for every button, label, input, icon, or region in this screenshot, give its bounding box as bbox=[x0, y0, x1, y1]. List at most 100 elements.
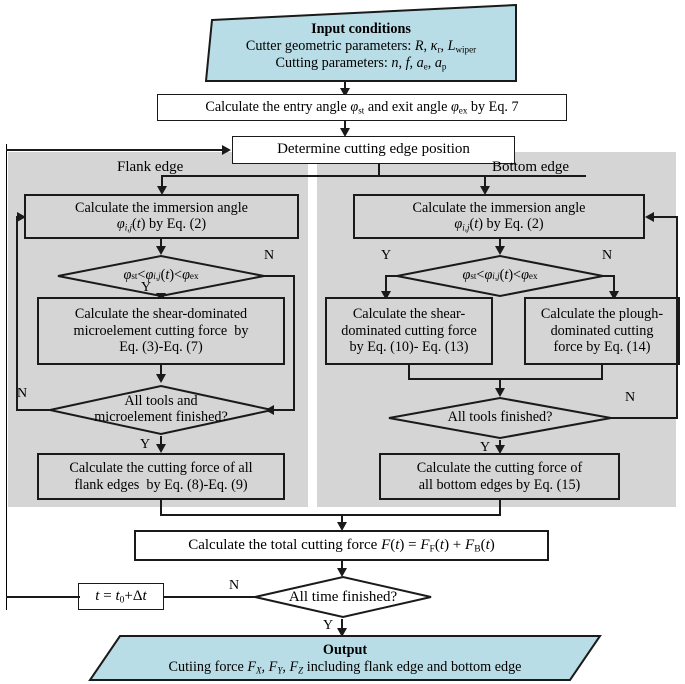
edge-bottom-loop-N-up bbox=[676, 216, 678, 419]
edge-flank-loop-Y-down bbox=[160, 436, 162, 449]
edge-total-to-time-decision bbox=[341, 561, 343, 574]
total-cutting-force-label: Calculate the total cutting force F(t) =… bbox=[188, 536, 495, 555]
entry-exit-angle-node: Calculate the entry angle φst and exit a… bbox=[157, 94, 567, 121]
flank-total-force-node: Calculate the cutting force of all flank… bbox=[37, 453, 285, 500]
bottom-immersion-line-1: Calculate the immersion angle bbox=[412, 199, 586, 216]
flank-loop-yes-label: Y bbox=[140, 437, 151, 452]
flank-edge-branch-label: Flank edge bbox=[117, 159, 184, 175]
bottom-total-force-node: Calculate the cutting force of all botto… bbox=[379, 453, 620, 500]
arrow-bottom-N-down bbox=[609, 291, 619, 300]
time-decision-shape bbox=[254, 575, 432, 619]
flank-shear-line-1: Calculate the shear-dominated bbox=[74, 306, 248, 323]
edge-timestep-to-outerloop bbox=[6, 596, 80, 598]
input-line-2: Cutting parameters: n, f, ae, ap bbox=[275, 54, 447, 71]
edge-bottom-loop-N-right bbox=[611, 417, 678, 419]
flank-loop-decision: All tools and microelement finished? bbox=[48, 384, 274, 436]
flank-immersion-angle-node: Calculate the immersion angle φi,j(t) by… bbox=[24, 194, 299, 239]
arrow-split-to-bottom bbox=[480, 186, 490, 195]
edge-split-bus bbox=[161, 175, 586, 177]
bottom-plough-line-1: Calculate the plough- bbox=[540, 306, 664, 323]
flank-decision-yes-label: Y bbox=[141, 280, 152, 295]
edge-bottom-loop-N-into-immersion bbox=[654, 216, 678, 218]
bottom-immersion-line-2: φi,j(t) by Eq. (2) bbox=[454, 216, 544, 233]
arrow-total-to-time-decision bbox=[337, 568, 347, 577]
edge-flank-N-down bbox=[293, 275, 295, 411]
determine-edge-position-label: Determine cutting edge position bbox=[277, 141, 470, 158]
edge-bottom-N-right bbox=[601, 275, 615, 277]
arrow-flank-loop-N-into-immersion bbox=[17, 212, 26, 222]
bottom-loop-yes-label: Y bbox=[480, 440, 491, 455]
input-heading: Input conditions bbox=[311, 20, 411, 37]
arrow-bottom-loop-N-into-immersion bbox=[645, 212, 654, 222]
arrow-bottom-merge-down bbox=[495, 388, 505, 397]
edge-flank-immersion-to-decision bbox=[160, 239, 162, 252]
flank-shear-line-3: Eq. (3)-Eq. (7) bbox=[119, 339, 203, 356]
output-line-1: Cutiing force FX, FY, FZ including flank… bbox=[168, 658, 522, 675]
input-conditions-node: Input conditions Cutter geometric parame… bbox=[205, 4, 517, 82]
arrow-flank-immersion-to-decision bbox=[156, 246, 166, 255]
total-cutting-force-node: Calculate the total cutting force F(t) =… bbox=[134, 530, 549, 561]
edge-bottom-N-down bbox=[613, 275, 615, 295]
bottom-shear-line-1: Calculate the shear- bbox=[352, 306, 466, 323]
arrow-total-merge-down bbox=[337, 522, 347, 531]
arrow-bottom-loop-Y-down bbox=[495, 445, 505, 454]
bottom-immersion-angle-node: Calculate the immersion angle φi,j(t) by… bbox=[353, 194, 645, 239]
flank-loop-line-1: All tools and bbox=[124, 393, 198, 410]
flank-immersion-line-2: φi,j(t) by Eq. (2) bbox=[116, 216, 207, 233]
bottom-shear-line-3: by Eq. (10)- Eq. (13) bbox=[349, 339, 469, 356]
arrow-outerloop-into-determine bbox=[222, 145, 231, 155]
edge-bottom-Y-left bbox=[385, 275, 399, 277]
bottom-loop-decision-label: All tools finished? bbox=[447, 409, 553, 426]
edge-time-N-left bbox=[163, 596, 255, 598]
edge-bottom-immersion-to-decision bbox=[499, 239, 501, 252]
time-step-label: t = t0+Δt bbox=[95, 587, 147, 606]
bottom-total-line-2: all bottom edges by Eq. (15) bbox=[418, 476, 581, 493]
bottom-decision-no-label: N bbox=[602, 248, 613, 263]
time-yes-label: Y bbox=[323, 618, 334, 633]
flank-immersion-line-1: Calculate the immersion angle bbox=[75, 199, 248, 216]
time-step-node: t = t0+Δt bbox=[78, 583, 164, 610]
entry-exit-angle-label: Calculate the entry angle φst and exit a… bbox=[205, 99, 519, 116]
bottom-loop-no-label: N bbox=[625, 390, 636, 405]
edge-total-merge-down bbox=[341, 514, 343, 529]
bottom-plough-line-2: dominated cutting bbox=[550, 322, 654, 339]
flank-loop-line-2: microelement finished? bbox=[94, 409, 228, 425]
time-decision-label: All time finished? bbox=[288, 588, 398, 605]
input-shape bbox=[205, 4, 517, 82]
edge-split-to-flank bbox=[161, 175, 163, 190]
bottom-edge-branch-label: Bottom edge bbox=[492, 159, 570, 175]
edge-outerloop-into-determine bbox=[6, 149, 222, 151]
edge-flank-shear-to-loop bbox=[160, 365, 162, 380]
time-finished-decision: All time finished? bbox=[253, 575, 433, 619]
time-no-label: N bbox=[229, 578, 240, 593]
edge-flank-loop-N-left bbox=[16, 409, 50, 411]
edge-input-to-entry bbox=[344, 82, 346, 93]
edge-time-Y-down bbox=[341, 619, 343, 633]
arrow-split-to-flank bbox=[157, 186, 167, 195]
input-line-1: Cutter geometric parameters: R, κr, Lwip… bbox=[245, 37, 477, 54]
output-heading: Output bbox=[322, 641, 368, 658]
edge-bottom-Y-down bbox=[385, 275, 387, 295]
arrow-bottom-Y-down bbox=[381, 291, 391, 300]
flank-shear-force-node: Calculate the shear-dominated microeleme… bbox=[37, 297, 285, 365]
flank-decision-no-label: N bbox=[264, 248, 275, 263]
determine-edge-position-node: Determine cutting edge position bbox=[232, 136, 515, 164]
edge-flank-total-down bbox=[160, 500, 162, 516]
flank-shear-line-2: microelement cutting force by bbox=[73, 322, 249, 339]
arrow-entry-to-determine bbox=[340, 128, 350, 137]
bottom-total-line-1: Calculate the cutting force of bbox=[416, 460, 583, 477]
arrow-bottom-immersion-to-decision bbox=[495, 246, 505, 255]
bottom-loop-decision: All tools finished? bbox=[387, 396, 613, 440]
outer-loop-frame bbox=[6, 144, 679, 610]
edge-entry-to-determine bbox=[344, 121, 346, 132]
bottom-shear-force-node: Calculate the shear- dominated cutting f… bbox=[325, 297, 493, 365]
output-shape bbox=[88, 635, 602, 681]
output-node: Output Cutiing force FX, FY, FZ includin… bbox=[88, 634, 602, 682]
edge-determine-down bbox=[378, 164, 380, 176]
flank-total-line-2: flank edges by Eq. (8)-Eq. (9) bbox=[74, 476, 248, 493]
flank-loop-no-label: N bbox=[17, 386, 28, 401]
